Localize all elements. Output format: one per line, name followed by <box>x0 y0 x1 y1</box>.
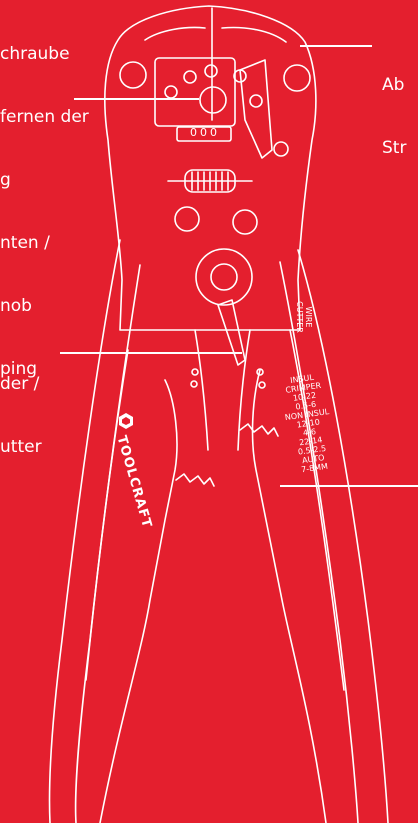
hole-left-1 <box>192 369 198 375</box>
label-mid-left-line-1: der / <box>0 374 42 395</box>
jaw-notches-left <box>176 474 214 486</box>
hole-right-2 <box>259 382 265 388</box>
wire-cutter-engraving: WIRE CUTTER <box>295 301 313 333</box>
cutter-jaw <box>218 300 245 365</box>
jaw-notches-right <box>240 424 278 436</box>
label-top-right-line-1: Ab <box>382 75 406 96</box>
label-mid-left-line-2: utter <box>0 437 42 458</box>
main-pivot-outer <box>196 249 252 305</box>
cam-plate <box>240 60 272 158</box>
screw-6 <box>274 142 288 156</box>
wire-cutter-line-2: CUTTER <box>295 301 304 333</box>
upper-jaw-right <box>222 28 286 42</box>
label-top-left-line-2: fernen der <box>0 107 89 128</box>
pivot-right <box>284 65 310 91</box>
adjust-knob <box>200 87 226 113</box>
toolcraft-logo-icon <box>118 412 134 430</box>
label-mid-left: der / utter <box>0 332 42 479</box>
callout-line-lower-right <box>280 485 418 487</box>
label-top-right: Ab Str <box>382 33 406 180</box>
right-handle-inner <box>280 262 358 823</box>
callout-line-top-right <box>300 45 372 47</box>
main-pivot-inner <box>211 264 237 290</box>
left-handle-grip <box>86 350 128 680</box>
screw-4 <box>165 86 177 98</box>
pivot-left <box>120 62 146 88</box>
rivet-left <box>175 207 199 231</box>
screw-2 <box>205 65 217 77</box>
center-jaw-right <box>238 330 250 450</box>
label-top-left-line-3: g <box>0 170 89 191</box>
screw-counter-text: 000 <box>190 128 220 137</box>
upper-jaw-left <box>145 28 205 41</box>
label-top-left-line-4: nten / <box>0 233 89 254</box>
screw-1 <box>184 71 196 83</box>
hole-left-2 <box>191 381 197 387</box>
callout-line-top-left <box>74 98 199 100</box>
left-jaw-teeth <box>100 380 177 823</box>
center-jaw-left <box>195 330 208 450</box>
label-top-left-line-1: chraube <box>0 44 89 65</box>
label-top-right-line-2: Str <box>382 138 406 159</box>
label-top-left-line-5: nob <box>0 296 89 317</box>
screw-5 <box>250 95 262 107</box>
wire-cutter-line-1: WIRE <box>304 301 313 333</box>
rivet-right <box>233 210 257 234</box>
